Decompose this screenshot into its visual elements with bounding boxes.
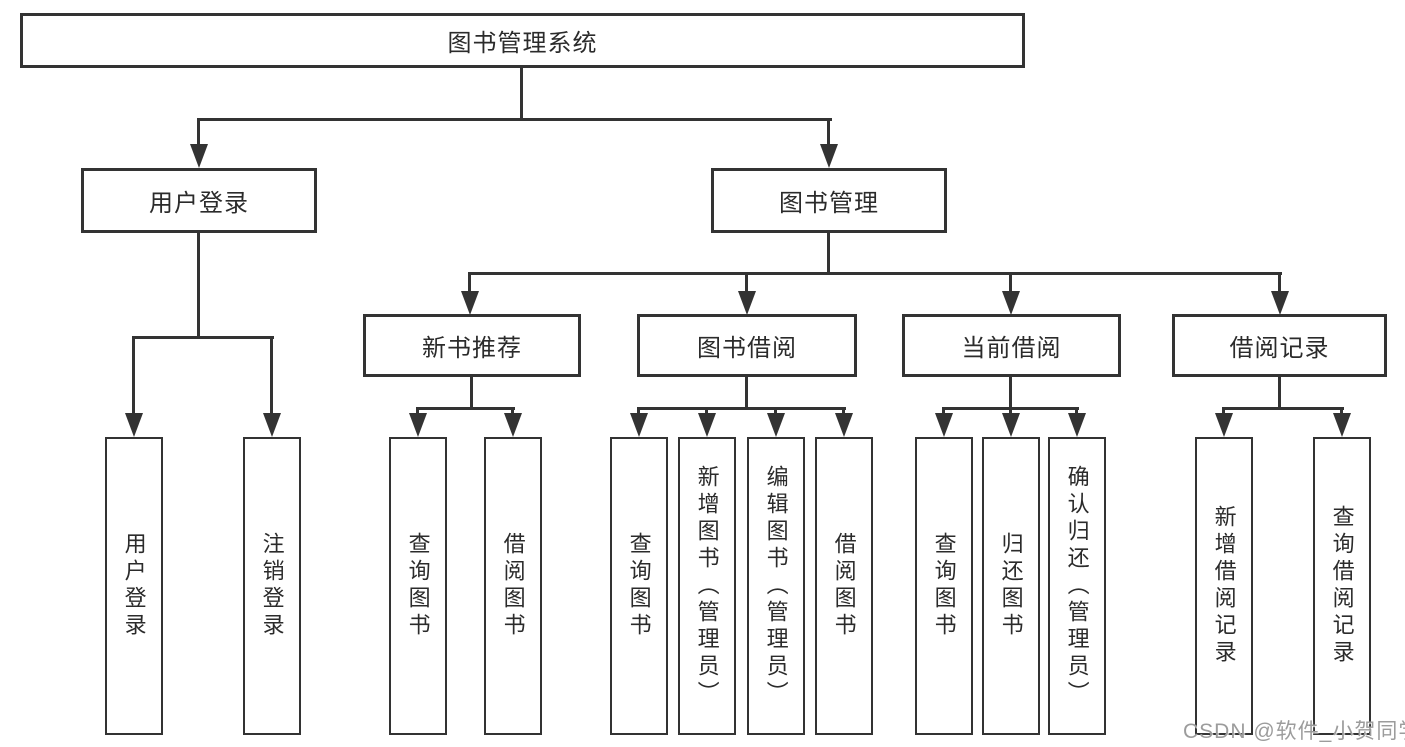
- arrow-user-login: [190, 144, 208, 168]
- node-current-borrow-label: 当前借阅: [961, 335, 1062, 362]
- connector-stub-leaf-logout: [270, 339, 273, 415]
- node-system-root: 图书管理系统: [20, 13, 1025, 68]
- node-user-login-group: 用户登录: [81, 168, 317, 233]
- leaf-current-query-book-box: 查询图书: [915, 437, 973, 735]
- leaf-add-borrow-record-label: 新增借阅记录: [1211, 505, 1237, 667]
- arrow-cb-return: [1002, 413, 1020, 437]
- leaf-return-book-box: 归还图书: [982, 437, 1040, 735]
- leaf-borrow-book-box: 借阅图书: [815, 437, 873, 735]
- arrow-borrow-record: [1271, 291, 1289, 315]
- node-book-management-group-label: 图书管理: [779, 190, 879, 217]
- leaf-user-login-box: 用户登录: [105, 437, 163, 735]
- leaf-confirm-return-admin-label: 确认归还（管理员）: [1064, 464, 1090, 708]
- connector-book-mgmt-drop: [827, 233, 830, 274]
- node-book-borrow: 图书借阅: [637, 314, 857, 377]
- arrow-br-query: [1333, 413, 1351, 437]
- connector-stub-cb-query: [942, 410, 945, 415]
- leaf-query-borrow-record-label: 查询借阅记录: [1329, 505, 1355, 667]
- arrow-bb-edit: [767, 413, 785, 437]
- connector-root-drop: [520, 68, 523, 121]
- leaf-confirm-return-admin-box: 确认归还（管理员）: [1048, 437, 1106, 735]
- arrow-br-add: [1215, 413, 1233, 437]
- leaf-current-query-book-label: 查询图书: [931, 532, 957, 640]
- connector-current-borrow-drop: [1009, 377, 1012, 408]
- leaf-add-book-admin-label: 新增图书（管理员）: [694, 464, 720, 708]
- leaf-logout-box: 注销登录: [243, 437, 301, 735]
- connector-stub-leaf-user-login: [132, 339, 135, 415]
- connector-level3-bar: [468, 272, 1282, 275]
- connector-level2-bar: [197, 118, 832, 121]
- connector-stub-new-book: [468, 275, 471, 293]
- leaf-borrow-query-book-label: 查询图书: [626, 532, 652, 640]
- arrow-leaf-user-login: [125, 413, 143, 437]
- connector-user-login-bar: [132, 336, 274, 339]
- connector-user-login-drop: [197, 233, 200, 337]
- node-user-login-group-label: 用户登录: [149, 190, 249, 217]
- node-book-borrow-label: 图书借阅: [697, 335, 797, 362]
- leaf-recommend-borrow-book-label: 借阅图书: [500, 532, 526, 640]
- leaf-add-book-admin-box: 新增图书（管理员）: [678, 437, 736, 735]
- node-new-book-recommend-label: 新书推荐: [422, 335, 522, 362]
- arrow-book-borrow: [738, 291, 756, 315]
- connector-book-borrow-bar: [637, 407, 846, 410]
- leaf-add-borrow-record-box: 新增借阅记录: [1195, 437, 1253, 735]
- arrow-bb-borrow: [835, 413, 853, 437]
- leaf-borrow-book-label: 借阅图书: [831, 532, 857, 640]
- connector-stub-bb-add: [705, 410, 708, 415]
- connector-stub-nb-query: [416, 410, 419, 415]
- arrow-nb-query: [409, 413, 427, 437]
- connector-new-book-drop: [470, 377, 473, 408]
- node-system-root-label: 图书管理系统: [447, 30, 598, 57]
- leaf-recommend-borrow-book-box: 借阅图书: [484, 437, 542, 735]
- arrow-leaf-logout: [263, 413, 281, 437]
- connector-stub-nb-borrow: [511, 410, 514, 415]
- node-current-borrow: 当前借阅: [902, 314, 1121, 377]
- arrow-cb-query: [935, 413, 953, 437]
- arrow-current-borrow: [1002, 291, 1020, 315]
- connector-stub-cb-confirm: [1075, 410, 1078, 415]
- node-book-management-group: 图书管理: [711, 168, 947, 233]
- connector-borrow-record-drop: [1278, 377, 1281, 408]
- node-new-book-recommend: 新书推荐: [363, 314, 581, 377]
- connector-current-borrow-bar: [942, 407, 1079, 410]
- leaf-logout-label: 注销登录: [259, 532, 285, 640]
- connector-stub-bb-borrow: [842, 410, 845, 415]
- connector-stub-borrow-record: [1278, 275, 1281, 293]
- leaf-recommend-query-book-box: 查询图书: [389, 437, 447, 735]
- connector-stub-current-borrow: [1009, 275, 1012, 293]
- connector-stub-br-add: [1222, 410, 1225, 415]
- connector-book-borrow-drop: [745, 377, 748, 408]
- connector-stub-book-borrow: [745, 275, 748, 293]
- arrow-new-book: [461, 291, 479, 315]
- arrow-bb-query: [630, 413, 648, 437]
- leaf-edit-book-admin-box: 编辑图书（管理员）: [747, 437, 805, 735]
- arrow-nb-borrow: [504, 413, 522, 437]
- connector-stub-bb-edit: [774, 410, 777, 415]
- watermark-text: CSDN @软件_小贺同学: [1183, 720, 1405, 743]
- leaf-user-login-label: 用户登录: [121, 532, 147, 640]
- leaf-return-book-label: 归还图书: [998, 532, 1024, 640]
- connector-stub-bb-query: [637, 410, 640, 415]
- connector-stub-br-query: [1340, 410, 1343, 415]
- leaf-query-borrow-record-box: 查询借阅记录: [1313, 437, 1371, 735]
- connector-stub-user-login: [197, 121, 200, 144]
- connector-new-book-bar: [416, 407, 515, 410]
- node-borrow-record-label: 借阅记录: [1229, 335, 1330, 362]
- connector-stub-cb-return: [1009, 410, 1012, 415]
- arrow-book-mgmt: [820, 144, 838, 168]
- arrow-cb-confirm: [1068, 413, 1086, 437]
- node-borrow-record: 借阅记录: [1172, 314, 1387, 377]
- connector-borrow-record-bar: [1222, 407, 1344, 410]
- leaf-edit-book-admin-label: 编辑图书（管理员）: [763, 464, 789, 708]
- connector-stub-book-mgmt: [827, 121, 830, 144]
- arrow-bb-add: [698, 413, 716, 437]
- leaf-recommend-query-book-label: 查询图书: [405, 532, 431, 640]
- leaf-borrow-query-book-box: 查询图书: [610, 437, 668, 735]
